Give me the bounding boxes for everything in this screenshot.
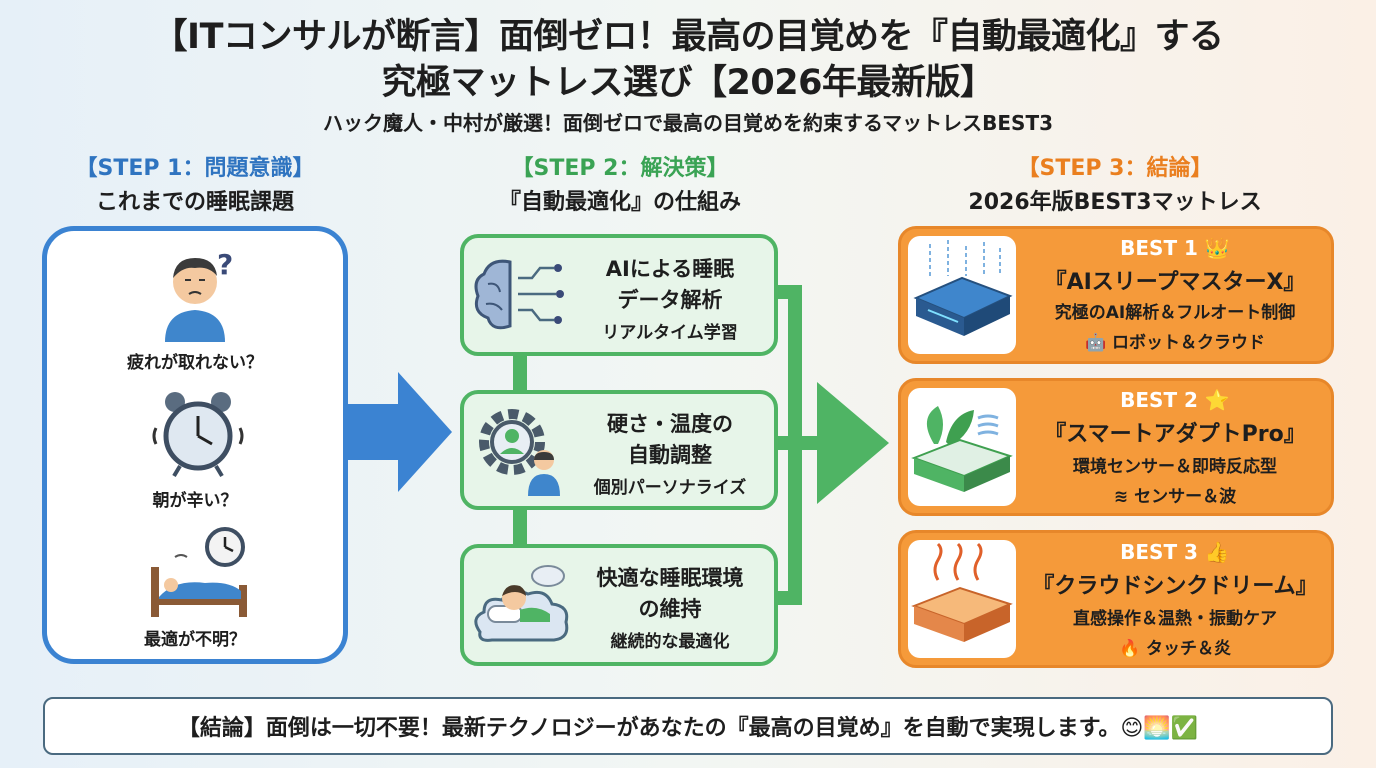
best-2-desc: 環境センサー＆即時反応型: [1073, 457, 1277, 477]
green-connector-lines: [513, 285, 889, 605]
best-3-desc: 直感操作＆温熱・振動ケア: [1073, 609, 1277, 629]
conclusion-text: 【結論】面倒は一切不要！最新テクノロジーがあなたの『最高の目覚め』を自動で実現し…: [177, 716, 1199, 741]
step1-heading: これまでの睡眠課題: [95, 190, 294, 215]
step3-label: 【STEP 3：結論】: [1017, 156, 1213, 181]
solution-1-line2: データ解析: [617, 288, 723, 312]
solution-card-1: [460, 234, 778, 356]
tired-person-icon: ?: [165, 248, 233, 342]
solution-3-line1: 快適な睡眠環境: [596, 566, 744, 590]
best-1-rank: BEST 1 👑: [1120, 236, 1230, 260]
conclusion-banner: 【結論】面倒は一切不要！最新テクノロジーがあなたの『最高の目覚め』を自動で実現し…: [43, 697, 1333, 755]
problem-label-3: 最適が不明？: [144, 630, 246, 650]
solution-3-line2: の維持: [638, 597, 702, 621]
best-3-name: 『クラウドシンクドリーム』: [1032, 574, 1318, 599]
best-2-tag: ≋ センサー＆波: [1113, 487, 1237, 507]
best-card-3-image: [908, 540, 1016, 658]
best-card-2-image: [908, 388, 1016, 506]
solution-2-line1: 硬さ・温度の: [607, 412, 733, 436]
problem-label-1: 疲れが取れない？: [127, 353, 263, 373]
best-3-tag: 🔥 タッチ＆炎: [1118, 639, 1232, 659]
best-1-name: 『AIスリープマスターX』: [1044, 270, 1306, 295]
subtitle: ハック魔人・中村が厳選！面倒ゼロで最高の目覚めを約束するマットレスBEST3: [322, 111, 1054, 135]
step2-label: 【STEP 2：解決策】: [511, 156, 729, 181]
solution-3-small: 継続的な最適化: [610, 632, 730, 652]
blue-arrow-icon: [348, 372, 452, 492]
best-2-name: 『スマートアダプトPro』: [1044, 422, 1306, 447]
smart-mattress-icon: [913, 240, 1013, 336]
alarm-clock-icon: [152, 392, 244, 478]
sleeping-cloud-icon: [474, 565, 569, 642]
bed-sleep-icon: [151, 527, 247, 617]
best-1-desc: 究極のAI解析＆フルオート制御: [1054, 303, 1296, 323]
step2-heading: 『自動最適化』の仕組み: [498, 190, 741, 215]
solution-2-line2: 自動調整: [628, 443, 712, 467]
best-card-1-image: [908, 236, 1016, 354]
main-title-line1: 【ITコンサルが断言】面倒ゼロ！最高の目覚めを『自動最適化』する: [152, 17, 1224, 57]
heated-mattress-icon: [911, 542, 1013, 642]
solution-1-small: リアルタイム学習: [602, 323, 738, 343]
solution-2-small: 個別パーソナライズ: [593, 478, 747, 498]
main-title-line2: 究極マットレス選び【2026年最新版】: [381, 63, 995, 103]
best-3-rank: BEST 3 👍: [1120, 540, 1230, 564]
solution-1-line1: AIによる睡眠: [605, 257, 735, 281]
step3-heading: 2026年版BEST3マットレス: [968, 190, 1262, 215]
svg-text:?: ?: [217, 248, 233, 281]
ai-brain-icon: [474, 259, 564, 330]
gear-person-icon: [479, 409, 560, 496]
best-2-rank: BEST 2 ⭐: [1120, 388, 1230, 412]
step1-label: 【STEP 1：問題意識】: [75, 156, 315, 181]
problem-label-2: 朝が辛い？: [152, 491, 238, 511]
best-1-tag: 🤖 ロボット＆クラウド: [1084, 333, 1266, 353]
leaf-mattress-icon: [911, 406, 1013, 492]
